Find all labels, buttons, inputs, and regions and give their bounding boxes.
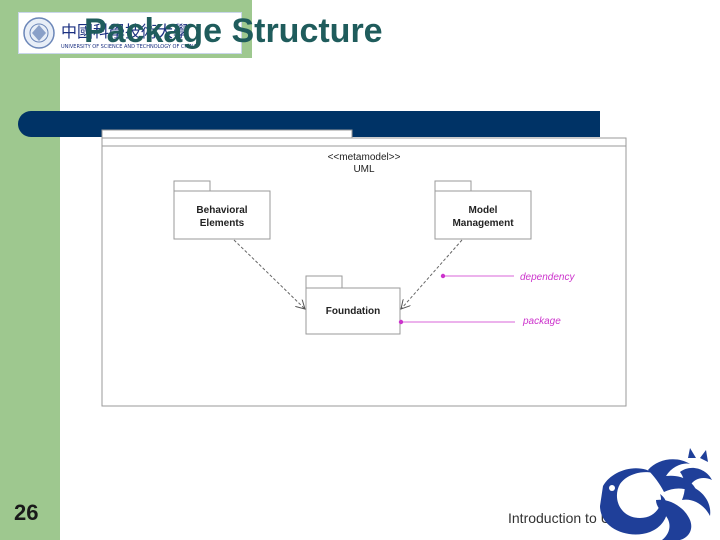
slide-title: Package Structure bbox=[84, 12, 383, 50]
package-callout: package bbox=[398, 316, 561, 327]
footer-text: Introduction to U bbox=[508, 510, 611, 526]
dependency-callout: dependency bbox=[440, 272, 575, 283]
slide-sidebar bbox=[0, 0, 60, 540]
behavioral-label-line1: Behavioral bbox=[196, 205, 247, 216]
page-number: 26 bbox=[14, 500, 39, 525]
foundation-label: Foundation bbox=[326, 306, 380, 317]
dependency-callout-label: dependency bbox=[520, 272, 575, 283]
stereotype-label: <<metamodel>> bbox=[328, 152, 401, 163]
university-logo-icon: 中國科學技術大學 UNIVERSITY OF SCIENCE AND TECHN… bbox=[18, 12, 242, 54]
foundation-package: Foundation bbox=[305, 275, 401, 335]
package-callout-label: package bbox=[522, 316, 561, 327]
model-management-package: Model Management bbox=[434, 180, 532, 240]
model-label-line1: Model bbox=[469, 205, 498, 216]
logo-text: 中國科學技術大學 bbox=[61, 22, 189, 41]
dependency-arrow-behavioral bbox=[233, 239, 305, 309]
model-label-line2: Management bbox=[452, 218, 514, 229]
behavioral-elements-package: Behavioral Elements bbox=[173, 180, 271, 240]
package-name-label: UML bbox=[353, 164, 375, 175]
dependency-arrow-model bbox=[401, 239, 463, 309]
logo-subtext: UNIVERSITY OF SCIENCE AND TECHNOLOGY OF … bbox=[61, 44, 197, 50]
behavioral-label-line2: Elements bbox=[200, 218, 245, 229]
